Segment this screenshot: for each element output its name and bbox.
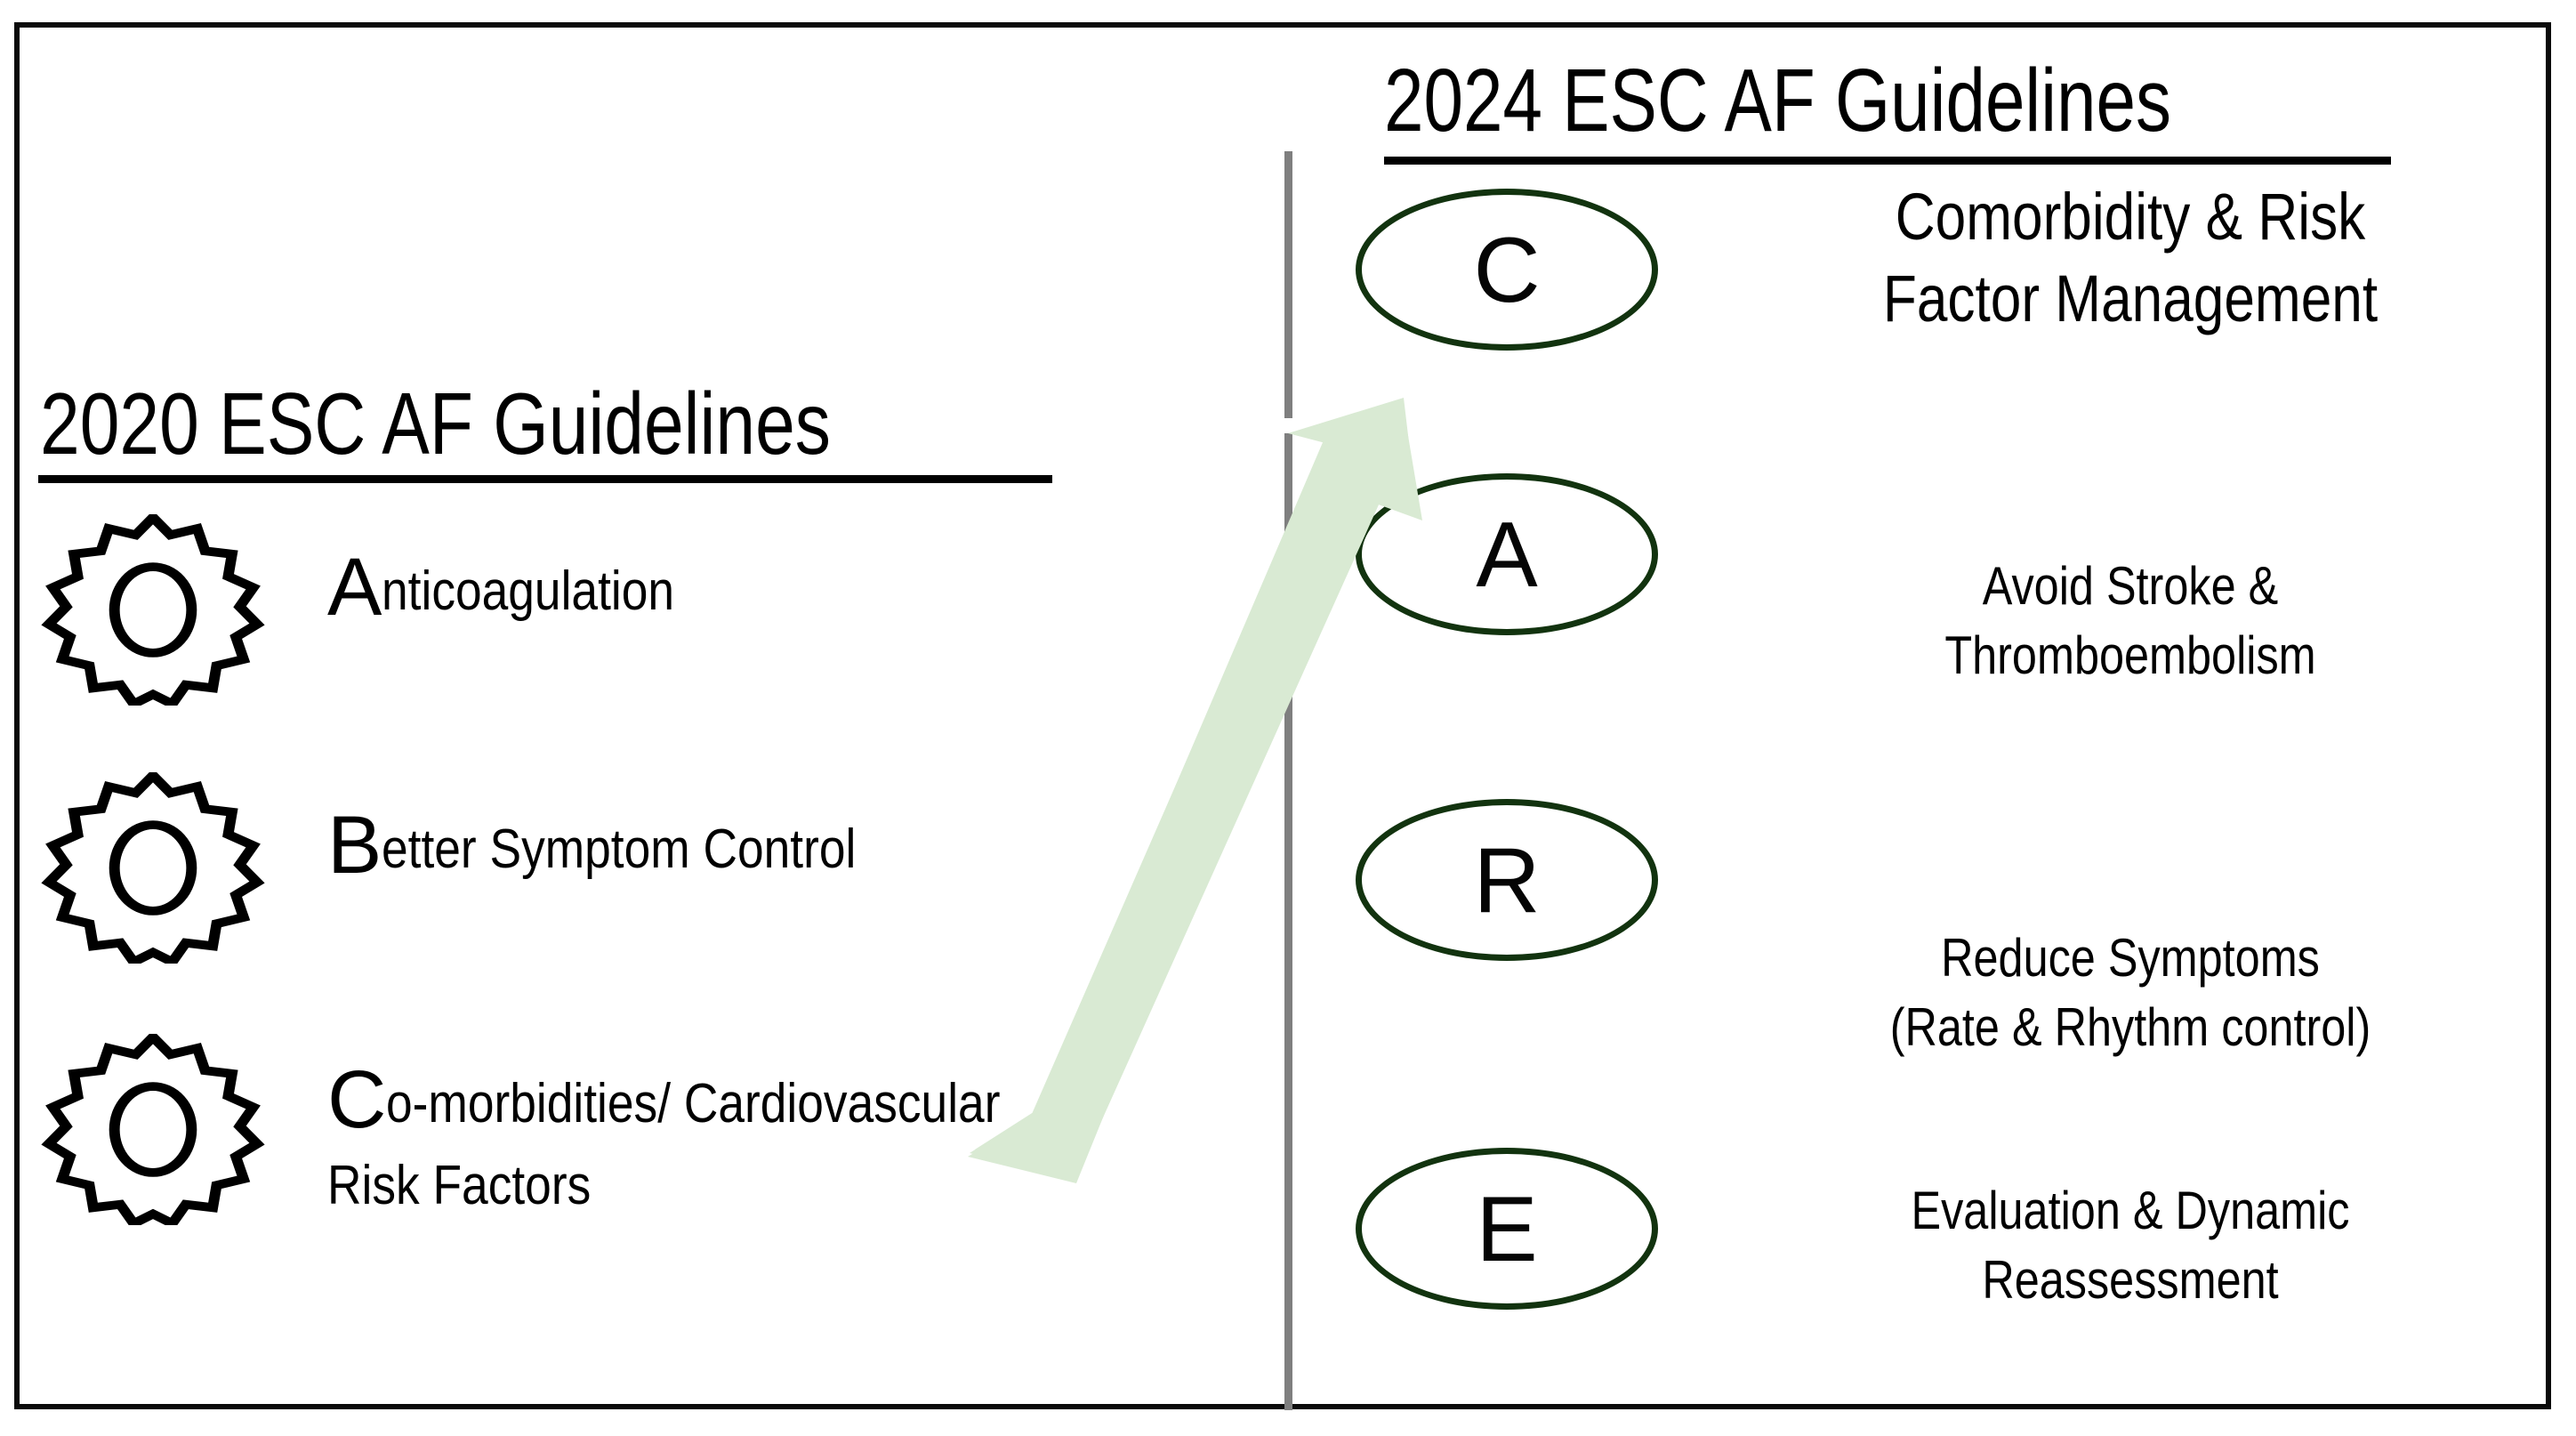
abc-label-b: Better Symptom Control [327,804,1270,886]
care-text-e-line2: Reassessment [1982,1250,2279,1310]
right-title-text: 2024 ESC AF Guidelines [1384,51,2171,150]
abc-initial-a: A [327,542,382,633]
care-letter-e: E [1476,1178,1538,1281]
care-text-e-line1: Evaluation & Dynamic [1911,1181,2350,1240]
abc-initial-c: C [327,1054,387,1145]
care-text-r-line1: Reduce Symptoms [1941,928,2320,988]
right-title-underline [1384,157,2391,165]
abc-rest-c: o-morbidities/ Cardiovascular [386,1073,1001,1134]
care-text-a-line1: Avoid Stroke & [1982,556,2279,616]
gear-icon [37,1034,269,1225]
care-text-c-line1: Comorbidity & Risk [1895,180,2366,254]
abc-label-a: Anticoagulation [327,546,1270,628]
gear-icon [37,514,269,706]
care-letter-c: C [1473,219,1541,322]
care-text-c-line2: Factor Management [1882,262,2379,335]
abc-rest-a: nticoagulation [382,561,675,622]
left-title-underline [38,475,1052,483]
care-oval-e [1356,1148,1658,1310]
care-letter-a: A [1476,504,1538,607]
care-oval-c [1356,189,1658,351]
left-column-title: 2020 ESC AF Guidelines [38,375,1052,484]
care-text-r: Reduce Symptoms (Rate & Rhythm control) [1690,924,2571,1062]
right-column-title: 2024 ESC AF Guidelines [1384,51,2391,176]
abc-rest-b: etter Symptom Control [382,819,857,880]
care-text-c: Comorbidity & Risk Factor Management [1690,176,2571,340]
care-text-e: Evaluation & Dynamic Reassessment [1690,1176,2571,1315]
left-title-text: 2020 ESC AF Guidelines [40,375,831,472]
gear-icon [37,772,269,964]
care-text-a: Avoid Stroke & Thromboembolism [1690,552,2571,690]
column-divider-lower [1284,433,1292,1410]
care-text-r-line2: (Rate & Rhythm control) [1889,997,2371,1057]
care-letter-r: R [1473,829,1541,932]
abc-initial-b: B [327,800,382,891]
column-divider-upper [1284,151,1292,418]
care-text-a-line2: Thromboembolism [1944,625,2316,685]
abc-rest2-c: Risk Factors [327,1155,592,1216]
abc-label-c: Co-morbidities/ Cardiovascular Risk Fact… [327,1059,1270,1221]
